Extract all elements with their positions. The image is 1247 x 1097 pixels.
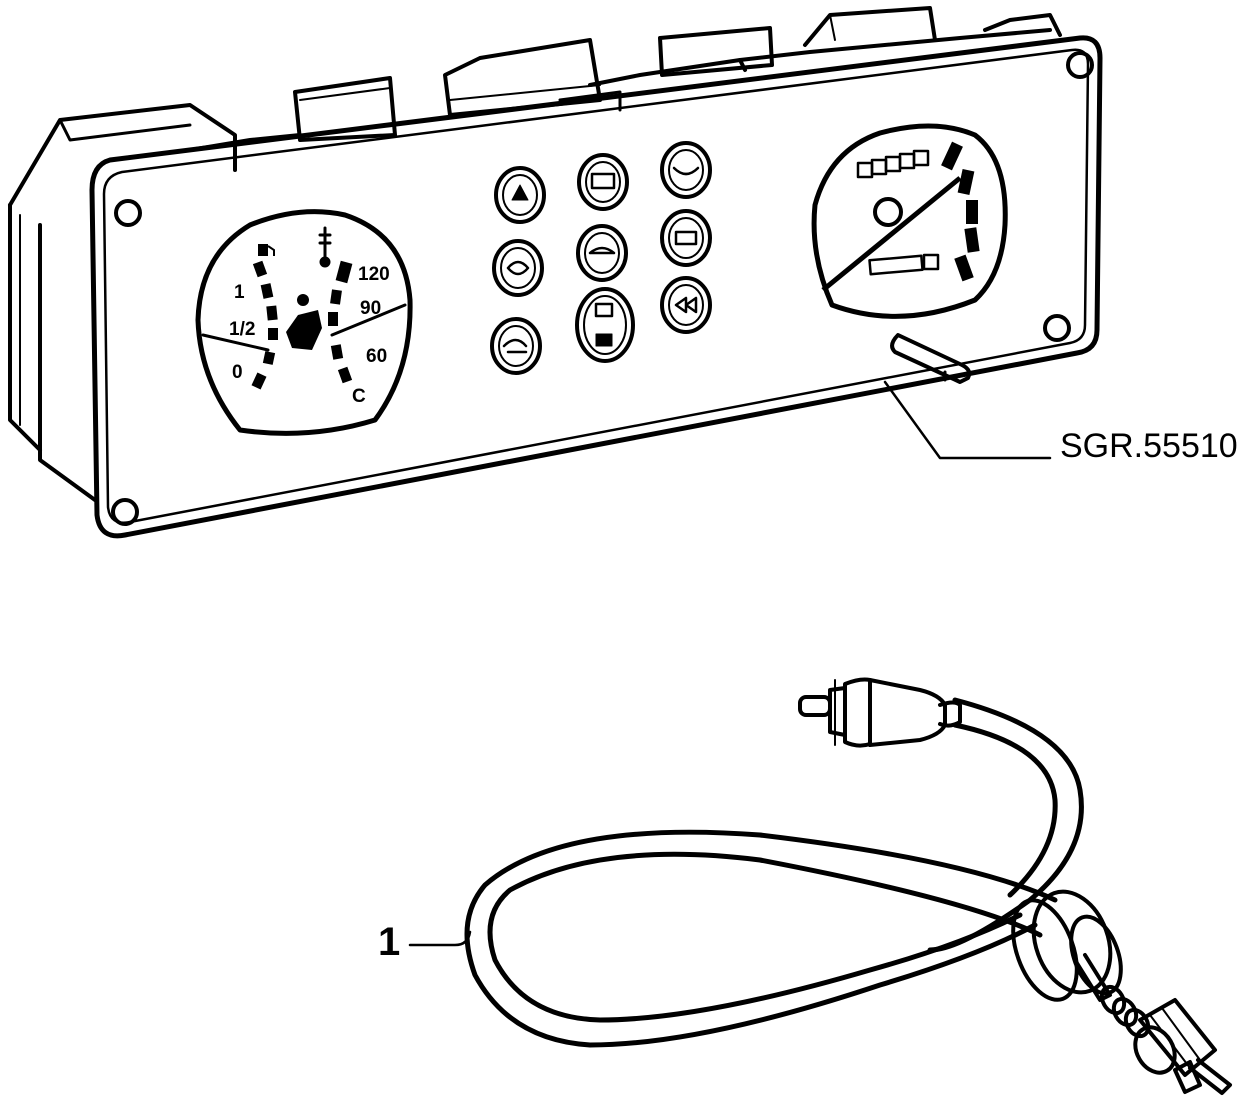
temp-mark-90: 90 [360, 298, 381, 319]
cable-grommet [1011, 889, 1123, 1002]
fuel-mark-full: 1 [234, 282, 245, 303]
reference-leader [883, 380, 1052, 460]
instrument-cluster: 1 1/2 0 120 90 60 C [8, 6, 1238, 539]
fuel-scale-bars [251, 260, 278, 390]
cable-loop [927, 697, 1084, 953]
mounting-screws [111, 51, 1094, 526]
rear-housing [8, 6, 1062, 502]
speedometer-needle [821, 176, 962, 292]
fuel-mark-half: 1/2 [229, 319, 255, 340]
temp-mark-120: 120 [358, 264, 390, 285]
fuel-mark-empty: 0 [232, 362, 243, 383]
temp-scale-bars [328, 260, 353, 384]
temp-mark-60: 60 [366, 346, 387, 367]
fuel-pump-icon [258, 244, 275, 256]
warning-lamps [490, 141, 712, 375]
assembly-reference: SGR.55510 [1060, 427, 1238, 465]
fuel-temp-gauge: 1 1/2 0 120 90 60 C [195, 209, 413, 436]
thermometer-icon [318, 226, 332, 268]
odometer [856, 149, 930, 179]
trip-reset-knob [890, 333, 972, 384]
cable-bottom-connector [1073, 953, 1232, 1095]
cable-top-connector [798, 677, 962, 748]
speedometer [811, 123, 1008, 384]
warning-lamp-icon [286, 310, 322, 350]
part-leader [408, 930, 472, 947]
face-plate [89, 35, 1103, 539]
speed-scale-bars [941, 141, 980, 282]
trip-meter [868, 253, 940, 276]
cable-part-number: 1 [378, 920, 400, 964]
gauge-pivot [297, 294, 309, 306]
temp-mark-c: C [352, 386, 366, 407]
speedometer-cable: 1 [378, 677, 1232, 1095]
